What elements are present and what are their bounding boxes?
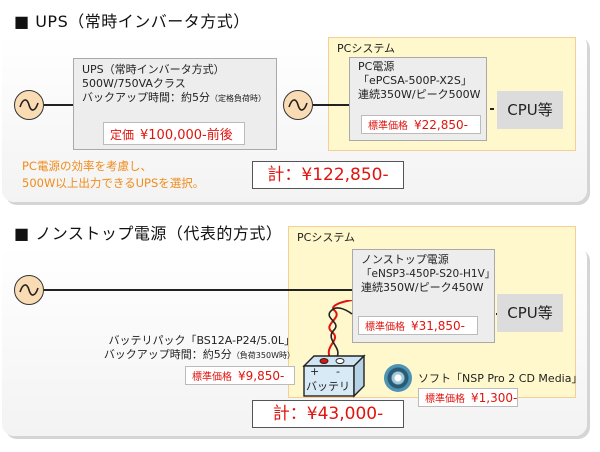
note-line-1: PC電源の効率を考慮し、 <box>22 159 152 173</box>
ups-backup-time-row: バックアップ時間：約5分（定格負荷時） <box>82 91 276 106</box>
nonstop-section-heading: ■ ノンストップ電源（代表的方式） <box>14 224 283 243</box>
software-price-tag: 標準価格 ¥1,300- <box>418 388 518 407</box>
battery-plus-sign: + <box>310 365 320 378</box>
psu-price-label: 標準価格 <box>368 121 408 132</box>
battery-icon-label: バッテリ <box>306 380 350 393</box>
nonstop-total-price: 計：¥43,000- <box>252 400 404 428</box>
nsp-rating: 連続350W/ピーク450W <box>361 281 484 294</box>
psu-model: 「ePCSA-500P-X2S」 <box>358 74 472 87</box>
ac-source-icon <box>14 275 44 305</box>
cpu-block: CPU等 <box>497 294 563 332</box>
ups-selection-note: PC電源の効率を考慮し、 500W以上出力できるUPSを選択。 <box>22 158 204 192</box>
battery-price-label: 標準価格 <box>192 372 232 383</box>
connector-line <box>490 108 494 110</box>
ups-price-tag: 定価 ¥100,000-前後 <box>103 122 245 145</box>
connector-line <box>313 104 349 106</box>
pc-system-label: PCシステム <box>337 42 395 55</box>
nsp-price-value: ¥31,850- <box>411 319 465 333</box>
nsp-price-tag: 標準価格 ¥31,850- <box>358 316 478 335</box>
ups-price-label: 定価 <box>110 128 135 142</box>
ups-total-price: 計：¥122,850- <box>252 161 404 189</box>
battery-pack-description: バッテリパック「BS12A-P24/5.0L」 バックアップ時間：約5分（負荷3… <box>95 334 295 363</box>
psu-rating: 連続350W/ピーク500W <box>358 88 481 101</box>
battery-cable-icon <box>327 300 353 359</box>
battery-price-tag: 標準価格 ¥9,850- <box>185 366 295 385</box>
connector-line <box>44 289 354 291</box>
connector-line <box>44 104 74 106</box>
software-price-value: ¥1,300- <box>471 391 518 405</box>
battery-minus-sign: - <box>336 365 340 378</box>
nsp-price-label: 標準価格 <box>365 322 405 333</box>
ups-name: UPS（常時インバータ方式） <box>82 63 225 76</box>
nsp-type: ノンストップ電源 <box>361 253 449 266</box>
ac-source-icon <box>14 90 44 120</box>
nsp-model: 「eNSP3-450P-S20-H1V」 <box>361 268 496 280</box>
ups-price-value: ¥100,000-前後 <box>140 128 233 143</box>
battery-backup-note: （負荷350W時） <box>231 351 295 360</box>
ups-backup-time: バックアップ時間：約5分 <box>82 91 210 104</box>
battery-backup-row: バックアップ時間：約5分（負荷350W時） <box>95 348 295 363</box>
psu-price-value: ¥22,850- <box>414 118 468 132</box>
ups-section-heading: ■ UPS（常時インバータ方式） <box>14 12 250 31</box>
ac-output-icon <box>283 90 313 120</box>
battery-price-value: ¥9,850- <box>238 369 285 383</box>
pc-system-label: PCシステム <box>297 231 355 244</box>
software-price-label: 標準価格 <box>425 394 465 405</box>
ups-capacity: 500W/750VAクラス <box>82 77 186 90</box>
software-label: ソフト「NSP Pro 2 CD Media」 <box>418 372 583 385</box>
cpu-block: CPU等 <box>497 91 563 129</box>
note-line-2: 500W以上出力できるUPSを選択。 <box>22 176 205 190</box>
ups-backup-note: （定格負荷時） <box>210 94 266 103</box>
psu-price-tag: 標準価格 ¥22,850- <box>361 115 481 134</box>
battery-model: バッテリパック「BS12A-P24/5.0L」 <box>108 334 295 347</box>
cd-media-icon <box>384 364 412 392</box>
battery-icon: + - バッテリ <box>300 352 366 398</box>
battery-backup-time: バックアップ時間：約5分 <box>103 348 232 361</box>
psu-type: PC電源 <box>358 60 395 73</box>
